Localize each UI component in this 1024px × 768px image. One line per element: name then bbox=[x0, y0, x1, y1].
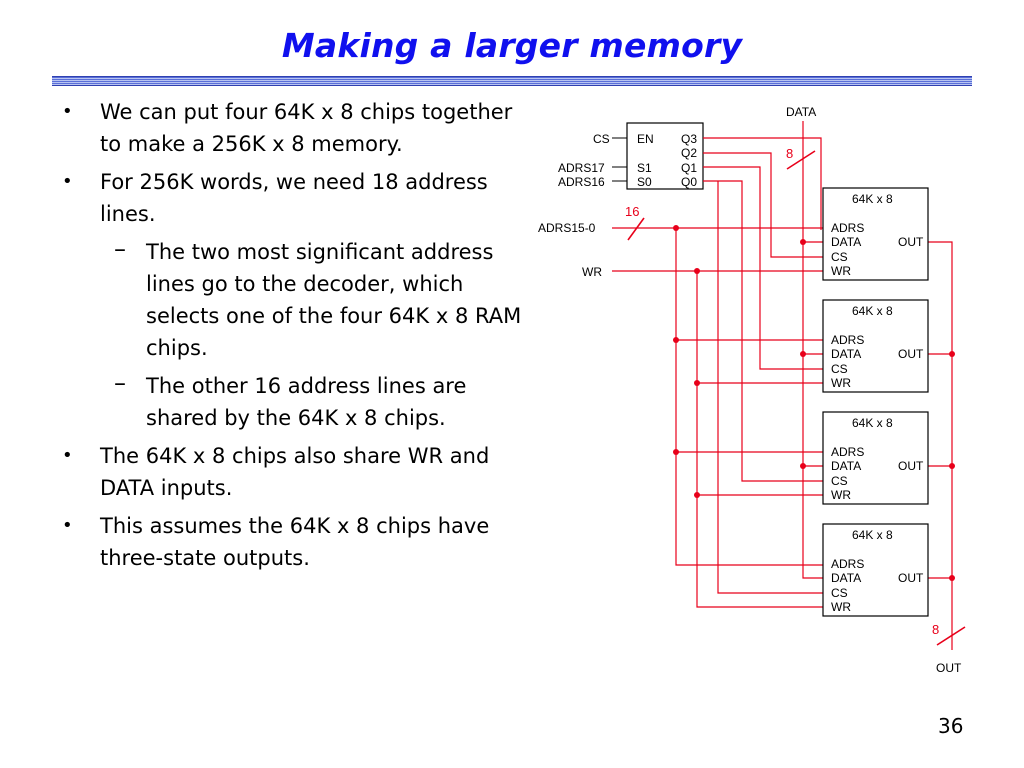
bullet-list: • We can put four 64K x 8 chips together… bbox=[62, 96, 522, 580]
sub-bullet-text: The other 16 address lines are shared by… bbox=[146, 374, 467, 430]
chip-cs-label: CS bbox=[831, 474, 848, 488]
chip-title: 64K x 8 bbox=[852, 528, 893, 542]
junction-dot bbox=[673, 337, 679, 343]
adrs-bus-width: 16 bbox=[625, 204, 639, 219]
junction-dot bbox=[949, 351, 955, 357]
decoder-box bbox=[626, 122, 704, 190]
page-number: 36 bbox=[938, 714, 964, 738]
q2-cs-wire bbox=[703, 166, 823, 370]
decoder-s1-label: S1 bbox=[637, 161, 652, 175]
bullet-item: • For 256K words, we need 18 address lin… bbox=[62, 166, 522, 230]
decoder-q0-label: Q0 bbox=[681, 175, 697, 189]
adrs150-label: ADRS15-0 bbox=[538, 221, 596, 235]
data-label: DATA bbox=[786, 105, 816, 119]
bullet-marker: • bbox=[62, 101, 73, 122]
wr-label: WR bbox=[582, 265, 602, 279]
chip-cs-label: CS bbox=[831, 362, 848, 376]
bullet-item: • This assumes the 64K x 8 chips have th… bbox=[62, 510, 522, 574]
chip-out-label: OUT bbox=[898, 235, 924, 249]
adrs16-label: ADRS16 bbox=[558, 175, 605, 189]
ram-chip bbox=[822, 523, 929, 617]
junction-dot bbox=[800, 351, 806, 357]
decoder-q1-label: Q1 bbox=[681, 161, 697, 175]
q0-cs-wire bbox=[717, 181, 823, 594]
out-bus-slash bbox=[936, 626, 966, 646]
adrs-bus-slash bbox=[627, 217, 645, 241]
q1-cs-wire bbox=[703, 180, 823, 482]
out-label: OUT bbox=[936, 661, 962, 675]
chip-wr-label: WR bbox=[831, 264, 851, 278]
chip-title: 64K x 8 bbox=[852, 192, 893, 206]
bullet-text: This assumes the 64K x 8 chips have thre… bbox=[100, 514, 490, 570]
sub-bullet-marker: – bbox=[114, 235, 126, 263]
sub-bullet-marker: – bbox=[114, 369, 126, 397]
bullet-text: The 64K x 8 chips also share WR and DATA… bbox=[100, 444, 490, 500]
chip-out-label: OUT bbox=[898, 459, 924, 473]
junction-dot bbox=[949, 575, 955, 581]
chip-adrs-label: ADRS bbox=[831, 221, 864, 235]
bullet-item: • The 64K x 8 chips also share WR and DA… bbox=[62, 440, 522, 504]
bullet-marker: • bbox=[62, 171, 73, 192]
adrs17-label: ADRS17 bbox=[558, 161, 605, 175]
data-bus bbox=[802, 121, 823, 579]
chip-adrs-label: ADRS bbox=[831, 557, 864, 571]
chip-wr-label: WR bbox=[831, 376, 851, 390]
decoder-s0-label: S0 bbox=[637, 175, 652, 189]
chip-out-label: OUT bbox=[898, 571, 924, 585]
junction-dot bbox=[694, 380, 700, 386]
slide-title: Making a larger memory bbox=[281, 26, 743, 65]
out-bus bbox=[928, 241, 953, 650]
bullet-marker: • bbox=[62, 445, 73, 466]
junction-dot bbox=[800, 239, 806, 245]
adrs-bus-vertical bbox=[675, 228, 823, 566]
chip-wr-label: WR bbox=[831, 488, 851, 502]
chip-title: 64K x 8 bbox=[852, 304, 893, 318]
data-bus-slash bbox=[786, 150, 816, 170]
ram-chip bbox=[822, 187, 929, 281]
bullet-text: For 256K words, we need 18 address lines… bbox=[100, 170, 488, 226]
decoder-q2-label: Q2 bbox=[681, 146, 697, 160]
bullet-item: • We can put four 64K x 8 chips together… bbox=[62, 96, 522, 160]
chip-wr-label: WR bbox=[831, 600, 851, 614]
junction-dot bbox=[673, 225, 679, 231]
data-bus-width: 8 bbox=[786, 146, 793, 161]
q3-wire-outer bbox=[703, 137, 822, 230]
chip-adrs-label: ADRS bbox=[831, 445, 864, 459]
bullet-text: We can put four 64K x 8 chips together t… bbox=[100, 100, 513, 156]
chip-out-label: OUT bbox=[898, 347, 924, 361]
ram-chip bbox=[822, 411, 929, 505]
chip-cs-label: CS bbox=[831, 586, 848, 600]
decoder-en-label: EN bbox=[637, 132, 654, 146]
chip-cs-label: CS bbox=[831, 250, 848, 264]
bullet-marker: • bbox=[62, 515, 73, 536]
junction-dot bbox=[673, 449, 679, 455]
title-rule bbox=[52, 76, 972, 86]
junction-dot bbox=[949, 463, 955, 469]
memory-circuit-diagram: EN S1 S0 Q3 Q2 Q1 Q0 CS ADRS17 ADRS16 DA… bbox=[538, 105, 966, 675]
chip-data-label: DATA bbox=[831, 459, 861, 473]
junction-dot bbox=[694, 268, 700, 274]
chip-title: 64K x 8 bbox=[852, 416, 893, 430]
chip-data-label: DATA bbox=[831, 235, 861, 249]
junction-dot bbox=[694, 492, 700, 498]
out-bus-width: 8 bbox=[932, 622, 939, 637]
sub-bullet-text: The two most significant address lines g… bbox=[146, 240, 522, 360]
chip-data-label: DATA bbox=[831, 571, 861, 585]
sub-bullet-item: – The other 16 address lines are shared … bbox=[62, 369, 522, 434]
decoder-q3-label: Q3 bbox=[681, 132, 697, 146]
ram-chip bbox=[822, 299, 929, 393]
chip-adrs-label: ADRS bbox=[831, 333, 864, 347]
cs-label: CS bbox=[593, 132, 610, 146]
chip-data-label: DATA bbox=[831, 347, 861, 361]
q3-cs-wire bbox=[703, 152, 823, 258]
junction-dot bbox=[800, 463, 806, 469]
sub-bullet-item: – The two most significant address lines… bbox=[62, 235, 522, 364]
